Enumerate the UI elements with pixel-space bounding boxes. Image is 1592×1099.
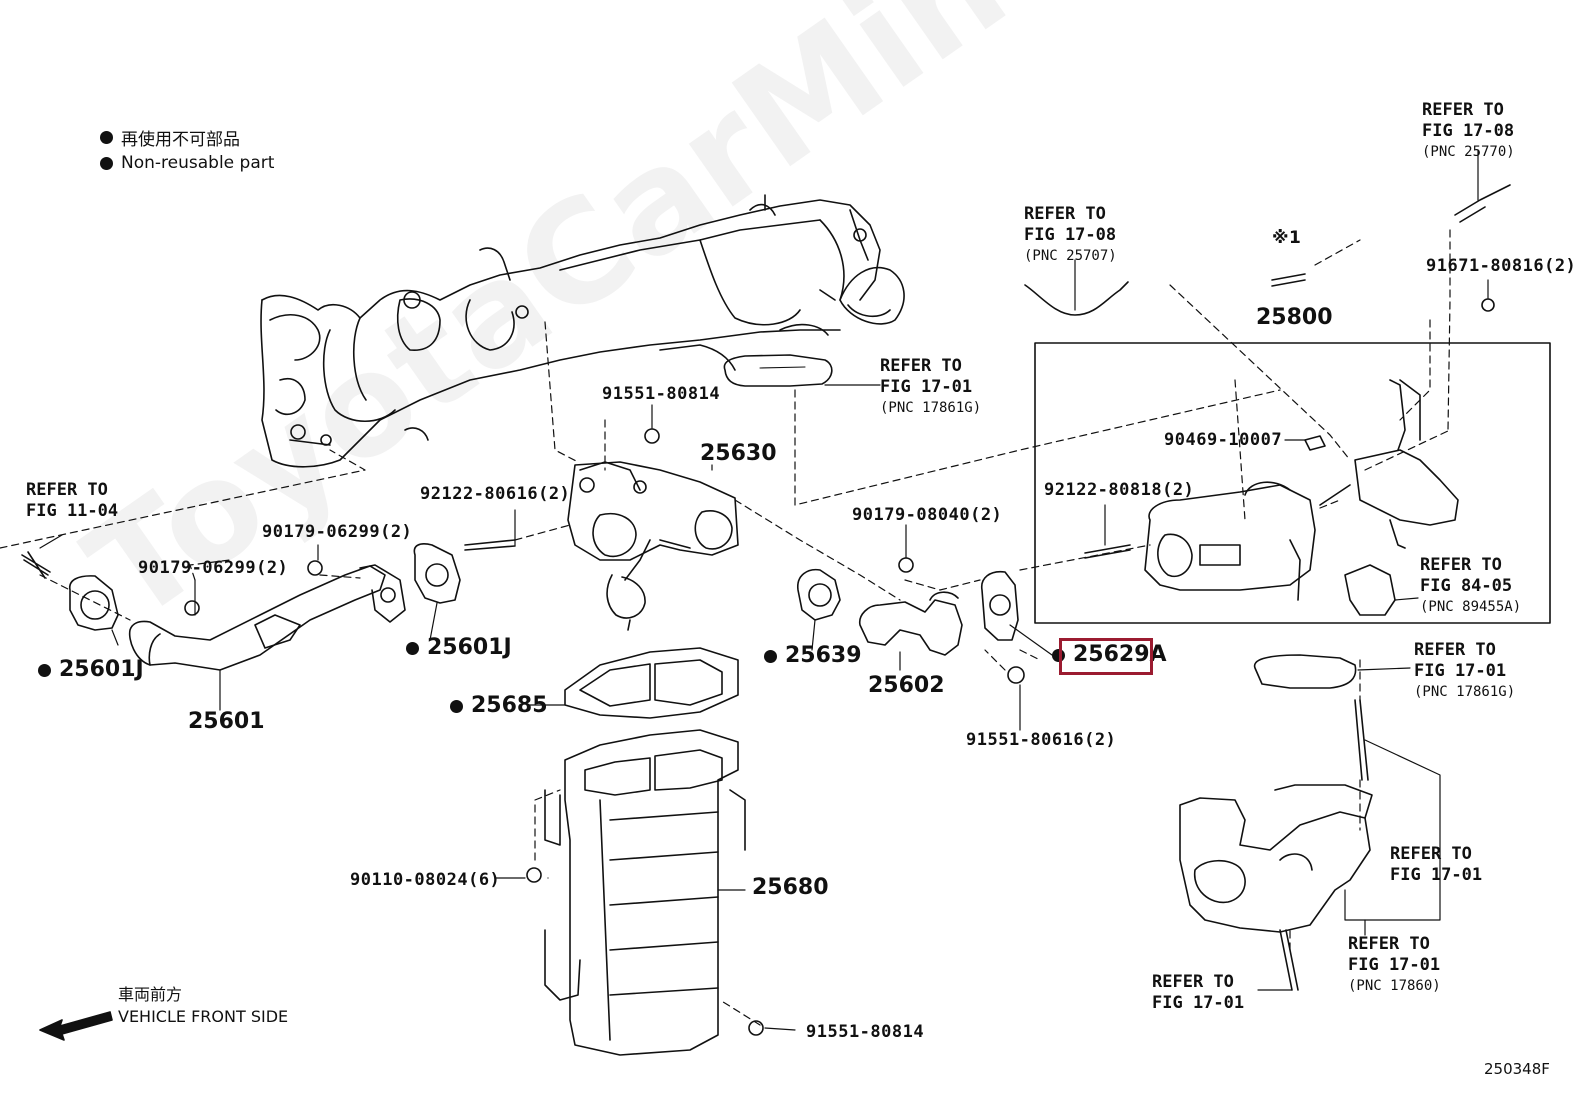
egr-cooler-drawing <box>544 729 746 1056</box>
figure-number: 250348F <box>1484 1060 1550 1078</box>
bolt-91671-80816[interactable]: 91671-80816(2) <box>1426 256 1577 276</box>
exhaust-manifold-drawing <box>260 194 905 468</box>
egr-pipe-25602-drawing <box>858 599 963 656</box>
gasket-25685-drawing <box>564 647 739 719</box>
bullet-icon <box>100 130 113 144</box>
egr-pipe-drawing <box>128 564 406 671</box>
nut-90179-06299-a-drawing <box>307 560 323 576</box>
front-arrow-icon <box>39 1011 113 1041</box>
gasket-25601j-left-drawing <box>69 575 119 631</box>
egr-valve-assembly-frame <box>1034 342 1551 624</box>
bolt-90179-06299-a[interactable]: 90179-06299(2) <box>262 522 413 542</box>
part-25680[interactable]: 25680 <box>752 875 829 900</box>
nut-90179-08040-drawing <box>898 557 914 573</box>
bolt-bottom-right-drawing <box>1279 929 1299 991</box>
bolt-90110-08024-drawing <box>526 867 542 883</box>
hose-25707-drawing <box>1024 281 1129 316</box>
stud-mark1-drawing <box>1271 273 1306 287</box>
gasket-25629a-drawing <box>980 570 1019 641</box>
gasket-25601j-mid-drawing <box>413 543 461 604</box>
clip-90469-10007[interactable]: 90469-10007 <box>1164 430 1283 450</box>
bolt-91551-80814-top[interactable]: 91551-80814 <box>602 384 721 404</box>
clip-90469-10007-drawing <box>1304 435 1326 451</box>
legend-en: Non-reusable part <box>121 153 275 173</box>
part-25630[interactable]: 25630 <box>700 441 777 466</box>
bolt-90110-08024[interactable]: 90110-08024(6) <box>350 870 501 890</box>
bolt-92122-80616[interactable]: 92122-80616(2) <box>420 484 571 504</box>
vehicle-front-jp: 車両前方 <box>118 985 183 1004</box>
bolt-90179-06299-b[interactable]: 90179-06299(2) <box>138 558 289 578</box>
vehicle-front-en: VEHICLE FRONT SIDE <box>118 1007 289 1026</box>
bolt-91671-80816-drawing <box>1481 298 1495 312</box>
bullet-icon <box>100 156 113 170</box>
stud-right-drawing <box>1354 699 1369 781</box>
bolt-90179-08040[interactable]: 90179-08040(2) <box>852 505 1003 525</box>
part-25685[interactable]: 25685 <box>450 695 548 717</box>
bolt-91551-80814-top-drawing <box>644 428 660 444</box>
part-25601[interactable]: 25601 <box>188 709 265 734</box>
part-25800[interactable]: 25800 <box>1256 305 1333 330</box>
gasket-right-drawing <box>1253 654 1357 689</box>
part-25601j-mid[interactable]: 25601J <box>406 637 512 659</box>
bolt-92122-80818[interactable]: 92122-80818(2) <box>1044 480 1195 500</box>
part-25639[interactable]: 25639 <box>764 645 862 667</box>
egr-valve-drawing <box>1144 379 1459 601</box>
part-25601j-left[interactable]: 25601J <box>38 659 144 681</box>
bolt-91551-80616-drawing <box>1007 666 1025 684</box>
vehicle-front-label: 車両前方 VEHICLE FRONT SIDE <box>118 984 288 1028</box>
mark-1: ※1 <box>1272 228 1302 248</box>
bolt-91551-80616[interactable]: 91551-80616(2) <box>966 730 1117 750</box>
gasket-top-drawing <box>723 354 833 387</box>
part-25602[interactable]: 25602 <box>868 673 945 698</box>
exhaust-elbow-drawing <box>1179 784 1373 933</box>
hose-25770-drawing <box>1454 184 1511 223</box>
gasket-25639-drawing <box>797 568 841 621</box>
bolt-91551-80814-bottom[interactable]: 91551-80814 <box>806 1022 925 1042</box>
stud-92122-80616-drawing <box>464 539 516 551</box>
legend: 再使用不可部品 Non-reusable part <box>100 124 274 176</box>
highlight-box <box>1059 638 1153 675</box>
nut-90179-06299-b-drawing <box>184 600 200 616</box>
legend-jp: 再使用不可部品 <box>121 129 240 150</box>
stud-left-drawing <box>21 551 51 579</box>
egr-bypass-valve-drawing <box>567 461 739 631</box>
bolt-91551-80814-bottom-drawing <box>748 1020 764 1036</box>
sensor-drawing <box>1344 564 1396 616</box>
